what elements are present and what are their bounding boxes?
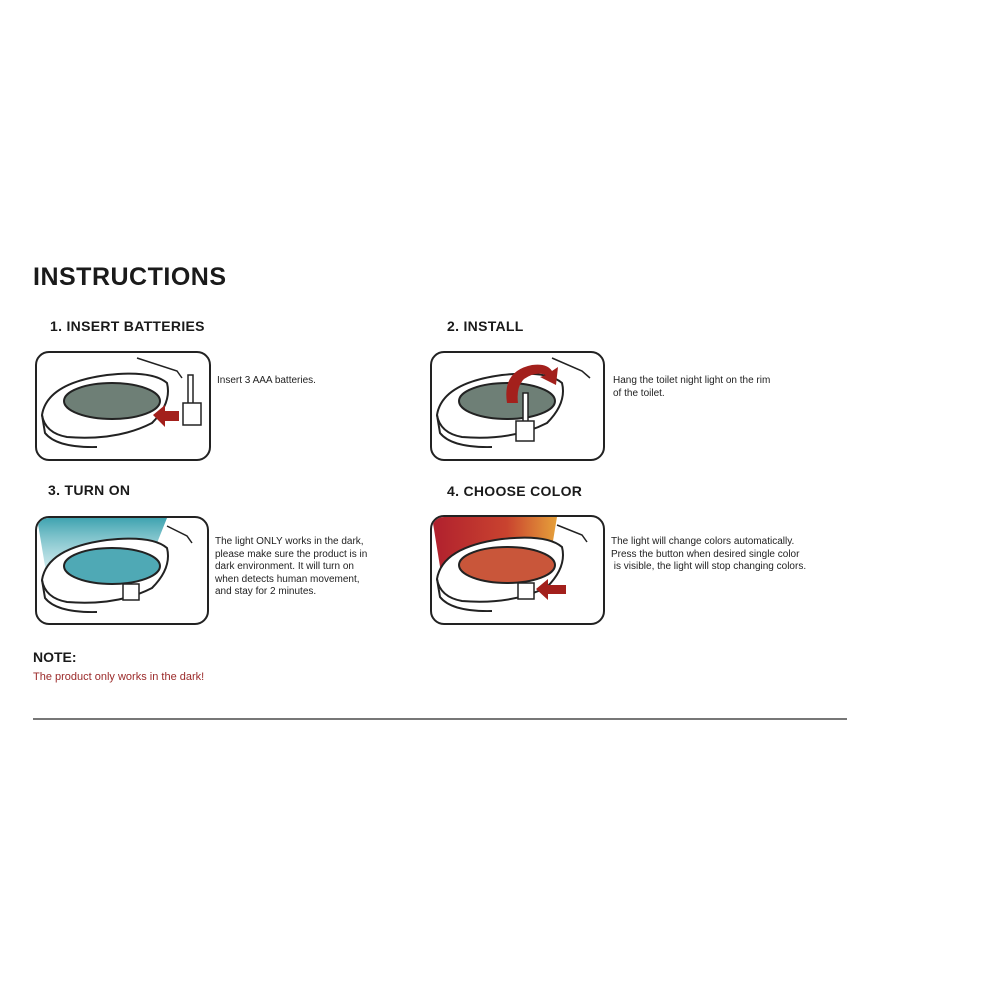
arrow-icon: [536, 579, 566, 600]
step-1-description: Insert 3 AAA batteries.: [217, 375, 316, 388]
desc-line: is visible, the light will stop changing…: [611, 561, 807, 572]
step-4-illustration: [430, 515, 605, 625]
step-2-description: Hang the toilet night light on the rim o…: [613, 375, 770, 400]
step-1-heading: 1. INSERT BATTERIES: [50, 318, 205, 334]
step-3-heading: 3. TURN ON: [48, 482, 131, 498]
desc-line: and stay for 2 minutes.: [215, 586, 317, 597]
desc-line: The light will change colors automatical…: [611, 536, 795, 547]
step-1-illustration: [35, 351, 211, 461]
step-2-heading: 2. INSTALL: [447, 318, 524, 334]
arrow-icon: [153, 405, 179, 427]
desc-line: when detects human movement,: [215, 573, 360, 585]
desc-line: of the toilet.: [613, 387, 665, 399]
step-2-illustration: [430, 351, 605, 461]
desc-line: please make sure the product is in: [215, 548, 368, 560]
desc-line: The light ONLY works in the dark,: [215, 536, 364, 547]
divider: [33, 718, 847, 720]
note-label: NOTE:: [33, 649, 77, 665]
desc-line: dark environment. It will turn on: [215, 561, 354, 572]
step-4-heading: 4. CHOOSE COLOR: [447, 483, 583, 499]
note-text: The product only works in the dark!: [33, 671, 205, 683]
step-4-description: The light will change colors automatical…: [611, 536, 806, 574]
desc-line: Insert 3 AAA batteries.: [217, 375, 316, 386]
desc-line: Hang the toilet night light on the rim: [613, 375, 771, 386]
page-title: INSTRUCTIONS: [33, 263, 227, 291]
curved-arrow-icon: [506, 364, 558, 403]
desc-line: Press the button when desired single col…: [611, 548, 800, 560]
step-3-description: The light ONLY works in the dark, please…: [215, 536, 367, 599]
step-3-illustration: [35, 516, 209, 625]
